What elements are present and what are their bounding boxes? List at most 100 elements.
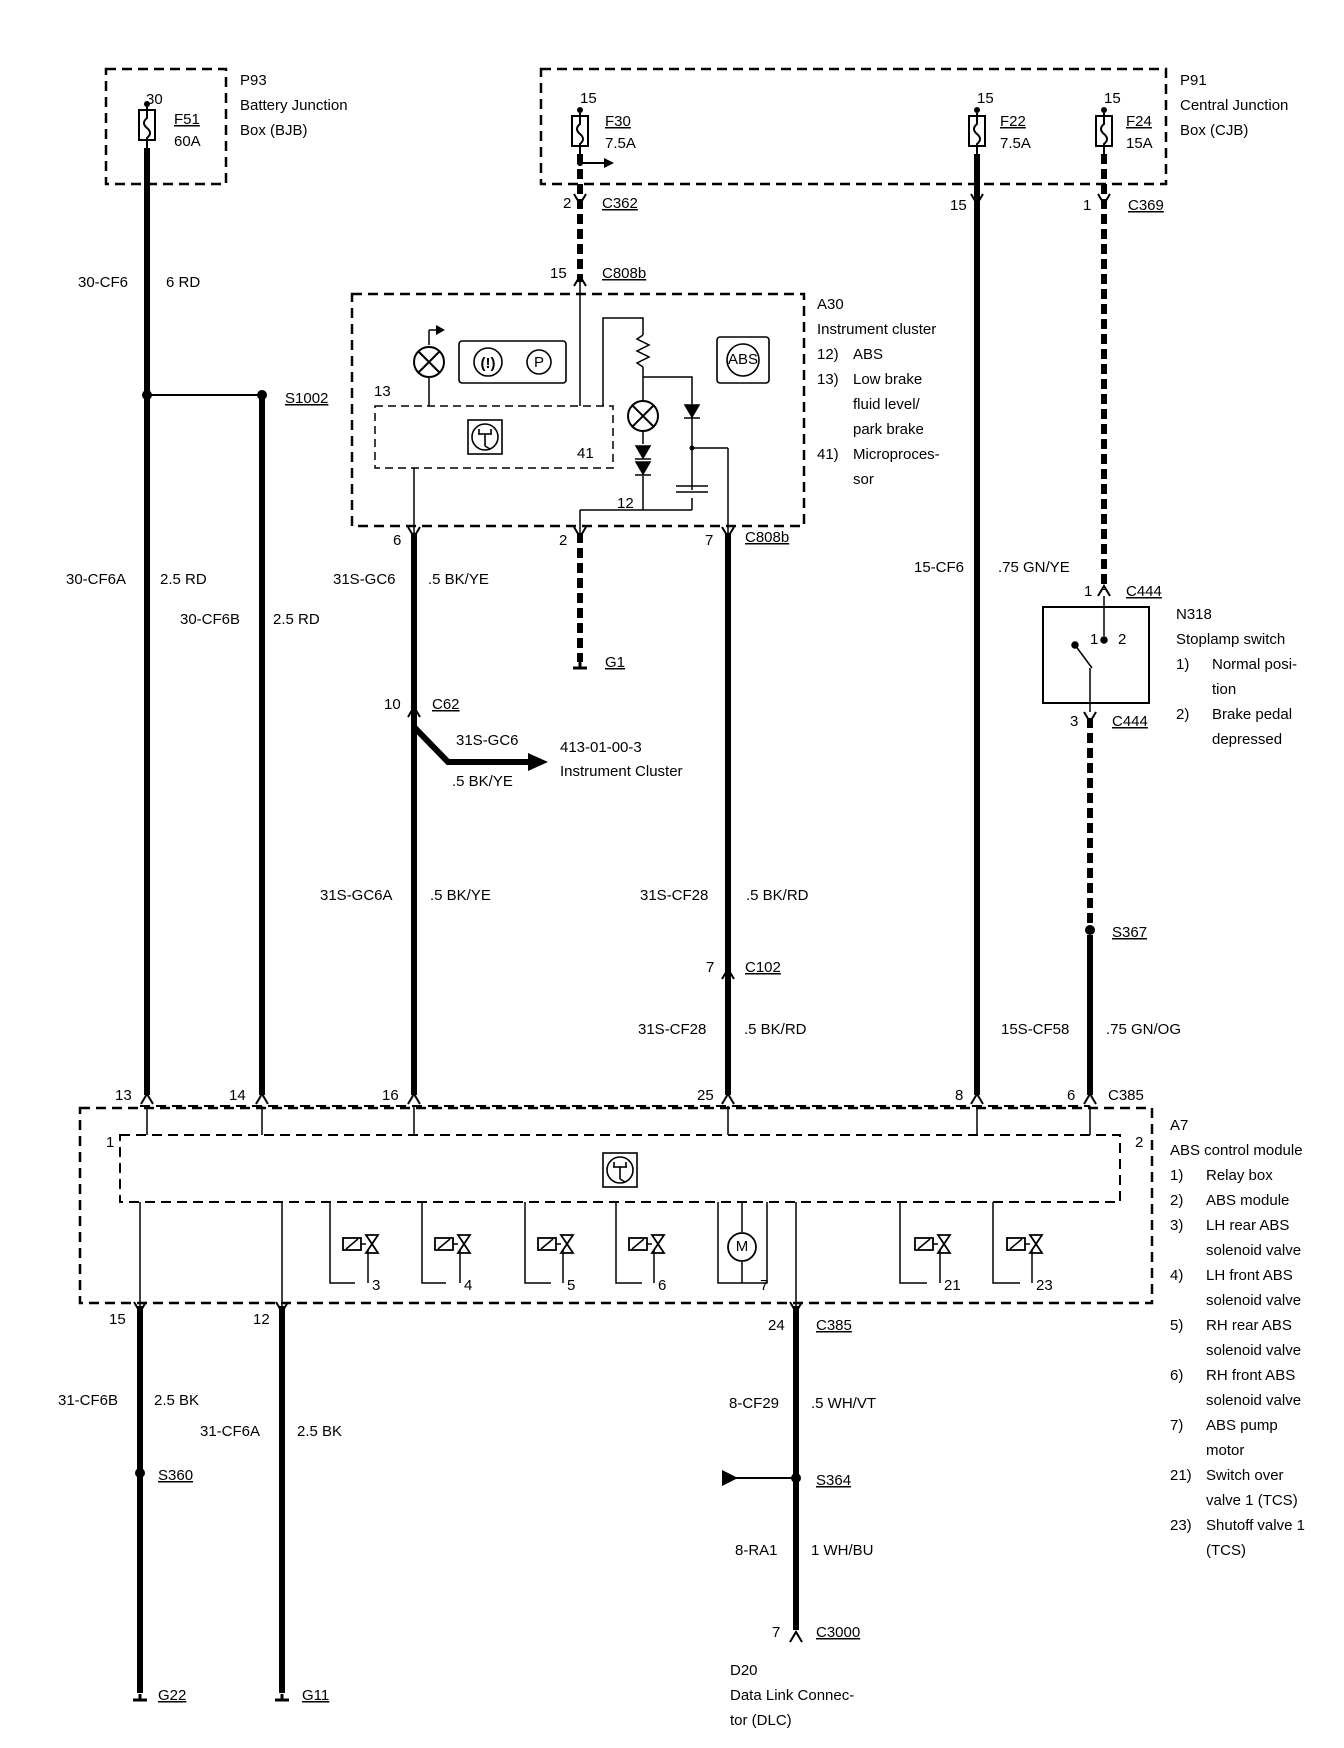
stoplamp-legend-1-num: 2) bbox=[1176, 706, 1189, 723]
circuit-31s-cf28-upper-wire: .5 BK/RD bbox=[746, 887, 809, 904]
c385-bottom-name: C385 bbox=[816, 1317, 852, 1334]
bjb-box bbox=[104, 67, 228, 186]
circuit-8-ra1-wire: 1 WH/BU bbox=[811, 1542, 874, 1559]
fuse-f24-id: F24 bbox=[1126, 113, 1152, 130]
circuit-30-cf6-wire: 6 RD bbox=[166, 274, 200, 291]
c808b-bottom-name: C808b bbox=[745, 529, 789, 546]
circuit-31s-gc6-wire: .5 BK/YE bbox=[428, 571, 489, 588]
circuit-15-cf6-id: 15-CF6 bbox=[914, 559, 964, 576]
cross-ref-arrow-icon bbox=[528, 753, 548, 771]
stoplamp-switch-box bbox=[1042, 606, 1150, 704]
abs-legend-2-text1: LH rear ABS bbox=[1206, 1217, 1289, 1234]
park-brake-icon bbox=[526, 349, 552, 375]
cross-ref-wire: .5 BK/YE bbox=[452, 773, 513, 790]
circuit-31-cf6b-wire: 2.5 BK bbox=[154, 1392, 199, 1409]
cluster-legend-3-text2: sor bbox=[853, 471, 874, 488]
circuit-15s-cf58-id: 15S-CF58 bbox=[1001, 1021, 1069, 1038]
cjb-name-line2: Box (CJB) bbox=[1180, 122, 1248, 139]
circuit-30-cf6a-id: 30-CF6A bbox=[66, 571, 126, 588]
abs-internal-wiring bbox=[139, 1106, 1091, 1306]
cluster-pin41-label: 41 bbox=[577, 445, 594, 462]
abs-legend-6-text1: ABS pump bbox=[1206, 1417, 1278, 1434]
dlc-id: D20 bbox=[730, 1662, 758, 1679]
stoplamp-legend-0-text1: Normal posi- bbox=[1212, 656, 1297, 673]
brake-warning-symbol: (!) bbox=[481, 355, 496, 372]
diode-3-icon bbox=[634, 461, 652, 476]
abs-lamp-symbol: ABS bbox=[728, 351, 758, 368]
connector-labels: 2 C362 15 1 C369 15 C808b 6 2 7 C808b 10… bbox=[109, 195, 1164, 1641]
bjb-name-line1: Battery Junction bbox=[240, 97, 348, 114]
abs-valve-3-icon bbox=[342, 1234, 379, 1254]
abs-legend-5-num: 6) bbox=[1170, 1367, 1183, 1384]
abs-microprocessor-icon bbox=[602, 1152, 638, 1188]
fuse-f30-rating: 7.5A bbox=[605, 135, 636, 152]
diode-2-icon bbox=[634, 445, 652, 460]
abs-legend-8-text1: Shutoff valve 1 bbox=[1206, 1517, 1305, 1534]
abs-component-21: 21 bbox=[944, 1277, 961, 1294]
abs-legend-8-num: 23) bbox=[1170, 1517, 1192, 1534]
brake-warning-panel bbox=[458, 340, 567, 384]
cjb-box bbox=[539, 67, 1168, 186]
abs-component-7: 7 bbox=[760, 1277, 768, 1294]
fuse-f24-pin: 15 bbox=[1104, 90, 1121, 107]
brake-warning-icon bbox=[473, 347, 503, 377]
fuse-f22-icon bbox=[968, 106, 986, 155]
c369-pin: 1 bbox=[1083, 197, 1091, 214]
fuse-f24-rating: 15A bbox=[1126, 135, 1153, 152]
abs-legend-2-num: 3) bbox=[1170, 1217, 1183, 1234]
c385-top-pin-13: 13 bbox=[115, 1087, 132, 1104]
stoplamp-inner-pin1: 1 bbox=[1090, 631, 1098, 648]
ground-g1: G1 bbox=[605, 654, 625, 671]
cluster-legend-3-text1: Microproces- bbox=[853, 446, 940, 463]
dlc-line1: Data Link Connec- bbox=[730, 1687, 854, 1704]
stoplamp-legend-1-text2: depressed bbox=[1212, 731, 1282, 748]
stoplamp-inner-pin2: 2 bbox=[1118, 631, 1126, 648]
fuse-f51-pin: 30 bbox=[146, 91, 163, 108]
cluster-legend-1-text1: Low brake bbox=[853, 371, 922, 388]
splice-s360: S360 bbox=[158, 1467, 193, 1484]
c385-bottom-pin-12: 12 bbox=[253, 1311, 270, 1328]
splice-s1002: S1002 bbox=[285, 390, 328, 407]
fuse-f22-rating: 7.5A bbox=[1000, 135, 1031, 152]
circuit-31-cf6a-wire: 2.5 BK bbox=[297, 1423, 342, 1440]
circuit-15s-cf58-wire: .75 GN/OG bbox=[1106, 1021, 1181, 1038]
abs-inner-tag-2: 2 bbox=[1135, 1134, 1143, 1151]
circuit-31s-cf28-upper-id: 31S-CF28 bbox=[640, 887, 708, 904]
abs-component-3: 3 bbox=[372, 1277, 380, 1294]
cluster-legend-0-num: 12) bbox=[817, 346, 839, 363]
abs-valve-21-icon bbox=[914, 1234, 951, 1254]
c362-pin: 2 bbox=[563, 195, 571, 212]
dlc-line2: tor (DLC) bbox=[730, 1712, 792, 1729]
ground-g1-icon bbox=[571, 660, 589, 670]
c808b-top-name: C808b bbox=[602, 265, 646, 282]
abs-lamp-panel bbox=[716, 336, 770, 384]
circuit-labels: 30-CF6 6 RD 30-CF6A 2.5 RD 30-CF6B 2.5 R… bbox=[58, 274, 1181, 1559]
abs-legend-4-num: 5) bbox=[1170, 1317, 1183, 1334]
stoplamp-legend-0-num: 1) bbox=[1176, 656, 1189, 673]
instrument-cluster-box bbox=[350, 292, 806, 528]
ground-g11: G11 bbox=[302, 1687, 329, 1704]
c385-bottom-pin-15: 15 bbox=[109, 1311, 126, 1328]
fuse-f51-rating: 60A bbox=[174, 133, 201, 150]
circuit-31-cf6a-id: 31-CF6A bbox=[200, 1423, 260, 1440]
c385-top-pin-8: 8 bbox=[955, 1087, 963, 1104]
cluster-junction-dot bbox=[689, 445, 695, 451]
abs-legend-6-num: 7) bbox=[1170, 1417, 1183, 1434]
c369-name: C369 bbox=[1128, 197, 1164, 214]
cross-ref-page: 413-01-00-3 bbox=[560, 739, 642, 756]
fuse-f22-id: F22 bbox=[1000, 113, 1026, 130]
abs-module-box bbox=[78, 1106, 1154, 1305]
lamp-arrow-icon bbox=[436, 325, 445, 335]
c62-name: C62 bbox=[432, 696, 460, 713]
c444-bottom-pin: 3 bbox=[1070, 713, 1078, 730]
c444-top-pin: 1 bbox=[1084, 583, 1092, 600]
abs-legend-8-text2: (TCS) bbox=[1206, 1542, 1246, 1559]
bjb-id: P93 bbox=[240, 72, 267, 89]
abs-legend-7-text2: valve 1 (TCS) bbox=[1206, 1492, 1298, 1509]
fuse-f22-pin: 15 bbox=[977, 90, 994, 107]
c3000-name: C3000 bbox=[816, 1624, 860, 1641]
fuse-f30-icon bbox=[571, 106, 589, 155]
stoplamp-title: Stoplamp switch bbox=[1176, 631, 1285, 648]
circuit-30-cf6-id: 30-CF6 bbox=[78, 274, 128, 291]
abs-component-4: 4 bbox=[464, 1277, 472, 1294]
